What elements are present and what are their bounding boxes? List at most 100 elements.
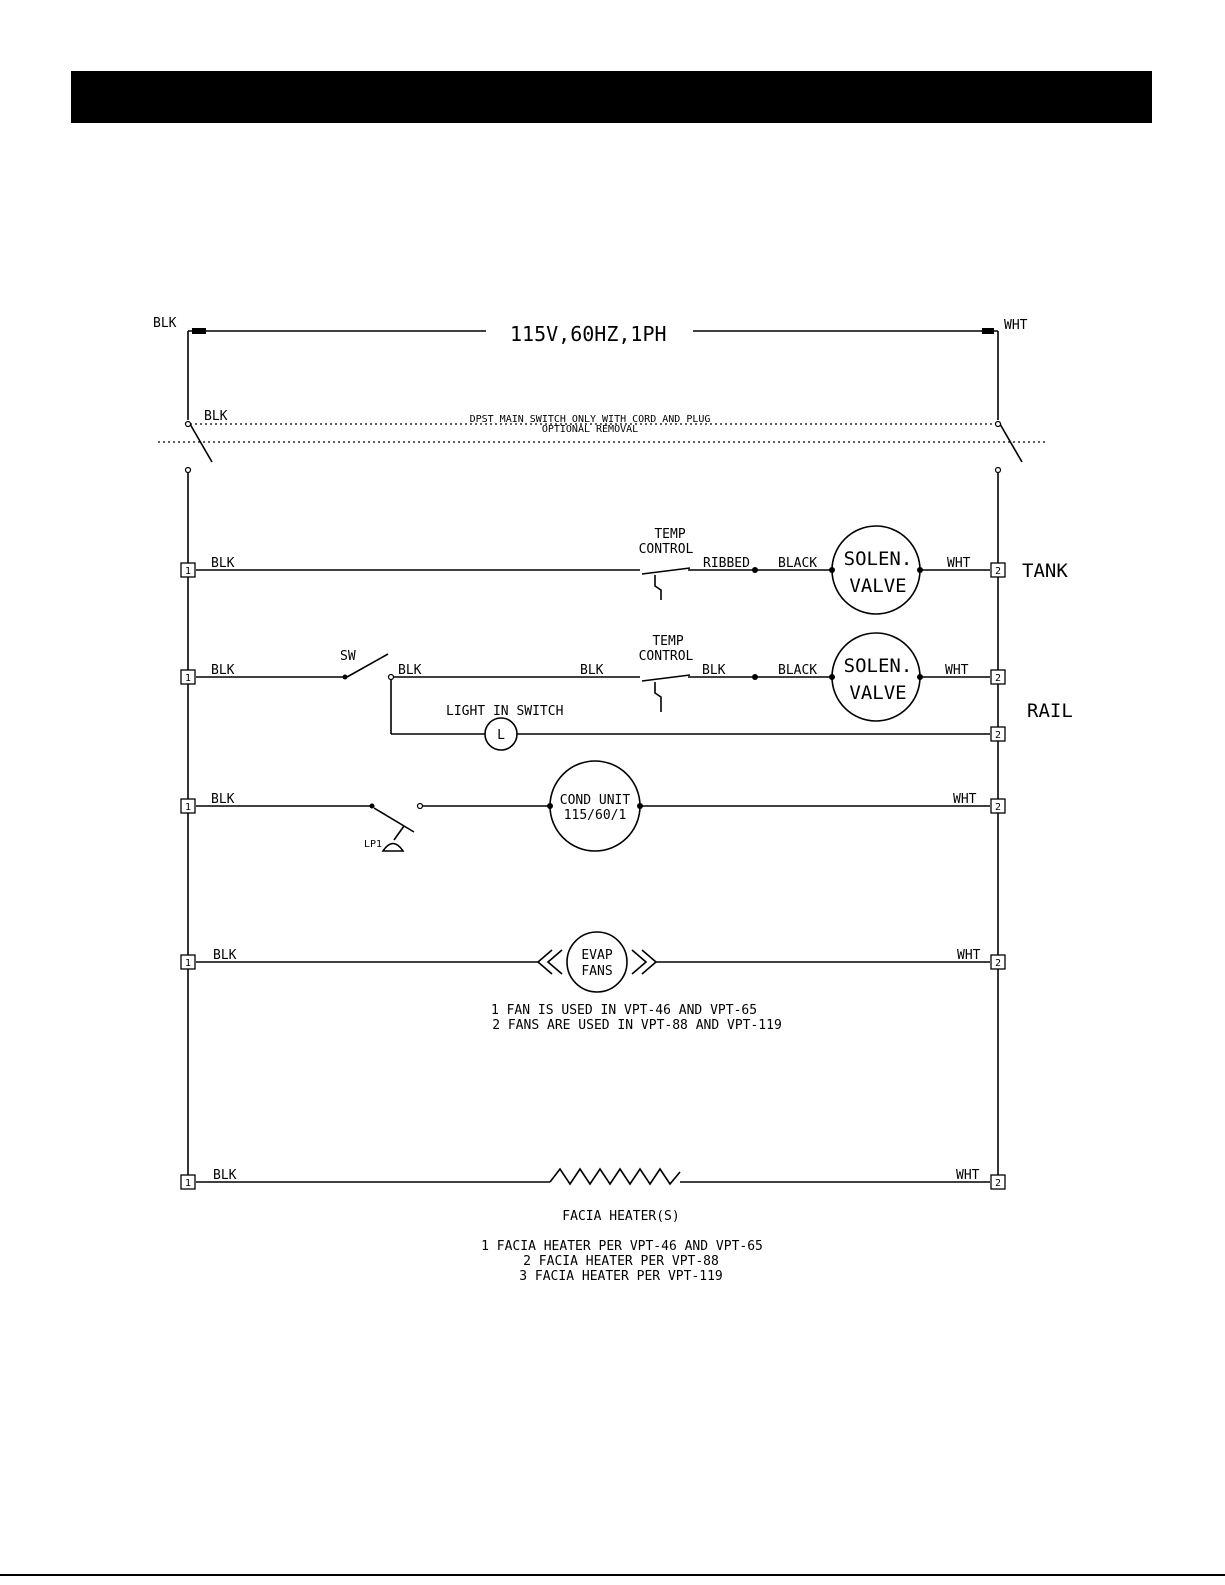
plug-marker-left xyxy=(192,328,206,334)
heater-label: FACIA HEATER(S) xyxy=(562,1209,679,1224)
cond-unit-line1: COND UNIT xyxy=(560,793,631,808)
evap-airflow-right-icon xyxy=(631,949,658,975)
tank-wire-left-label: BLK xyxy=(211,556,235,571)
tank-wire-black-label: BLACK xyxy=(778,556,817,571)
terminal-right-evap-number: 2 xyxy=(995,958,1001,969)
tank-junction-dot xyxy=(752,567,758,573)
main-switch-blade-left xyxy=(189,423,213,463)
evap-airflow-left-icon xyxy=(536,949,563,975)
rail-temp-contact xyxy=(641,674,691,682)
tank-solenoid-circle xyxy=(831,525,921,615)
tank-solenoid-dot-left xyxy=(829,567,835,573)
terminal-left-rail xyxy=(180,669,196,685)
heater-note-line1: 1 FACIA HEATER PER VPT-46 AND VPT-65 xyxy=(481,1239,763,1254)
rail-solenoid-dot-right xyxy=(917,674,923,680)
terminal-left-cond xyxy=(180,798,196,814)
cond-pressure-blade xyxy=(373,807,415,833)
main-switch-note-line2: OPTIONAL REMOVAL xyxy=(542,424,638,435)
rail-solenoid-line1: SOLEN. xyxy=(844,655,913,677)
rail-solenoid-dot-left xyxy=(829,674,835,680)
cond-pressure-bellows xyxy=(381,842,405,852)
rail-switch-pivot xyxy=(342,674,348,680)
rail-temp-label-line2: CONTROL xyxy=(639,649,694,664)
main-switch-contact-left xyxy=(184,466,192,474)
rail-wire-left-label: BLK xyxy=(211,663,235,678)
terminal-left-rail-number: 1 xyxy=(185,673,191,684)
terminal-left-cond-number: 1 xyxy=(185,802,191,813)
plug-marker-right xyxy=(982,328,994,334)
rail-solenoid-circle xyxy=(831,632,921,722)
terminal-right-cond-number: 2 xyxy=(995,802,1001,813)
terminal-left-heater xyxy=(180,1174,196,1190)
terminal-right-rail-number: 2 xyxy=(995,673,1001,684)
terminal-right-tank-number: 2 xyxy=(995,566,1001,577)
cond-unit-line2: 115/60/1 xyxy=(564,808,627,823)
terminal-left-evap-number: 1 xyxy=(185,958,191,969)
terminal-left-tank xyxy=(180,562,196,578)
evap-wire-right-label: WHT xyxy=(957,948,981,963)
terminal-left-evap xyxy=(180,954,196,970)
supply-right-wire: WHT xyxy=(1004,318,1028,333)
tank-temp-bulb xyxy=(654,575,662,600)
cond-pressure-label: LP1 xyxy=(364,839,382,850)
terminal-right-tank xyxy=(990,562,1006,578)
evap-note-line1: 1 FAN IS USED IN VPT-46 AND VPT-65 xyxy=(491,1003,757,1018)
terminal-right-light-number: 2 xyxy=(995,730,1001,741)
header-bar xyxy=(71,71,1152,123)
terminal-right-heater xyxy=(990,1174,1006,1190)
tank-wire-mid-label: RIBBED xyxy=(703,556,750,571)
main-switch-note-line1: DPST MAIN SWITCH ONLY WITH CORD AND PLUG xyxy=(470,414,711,425)
supply-rating: 115V,60HZ,1PH xyxy=(510,322,667,346)
cond-pressure-stem xyxy=(393,825,405,841)
heater-note-line2: 2 FACIA HEATER PER VPT-88 xyxy=(523,1254,719,1269)
tank-temp-label-line2: CONTROL xyxy=(639,542,694,557)
main-switch-blade-right xyxy=(999,423,1023,463)
tank-temp-label-line1: TEMP xyxy=(654,527,685,542)
terminal-left-tank-number: 1 xyxy=(185,566,191,577)
terminal-right-light xyxy=(990,726,1006,742)
tank-solenoid-line1: SOLEN. xyxy=(844,548,913,570)
main-switch-pivot-right xyxy=(994,420,1002,428)
rail-solenoid-line2: VALVE xyxy=(849,682,906,704)
rail-wire-after-control-label: BLK xyxy=(702,663,726,678)
heater-wire-left-label: BLK xyxy=(213,1168,237,1183)
evap-wire-left-label: BLK xyxy=(213,948,237,963)
rail-wire-black-label: BLACK xyxy=(778,663,817,678)
tank-wire-right-label: WHT xyxy=(947,556,971,571)
heater-resistor-symbol xyxy=(549,1167,681,1186)
tank-temp-contact xyxy=(641,567,691,575)
rail-junction-dot xyxy=(752,674,758,680)
rail-switch-contact xyxy=(387,673,395,681)
light-symbol: L xyxy=(497,728,505,743)
terminal-right-heater-number: 2 xyxy=(995,1178,1001,1189)
cond-wire-right-label: WHT xyxy=(953,792,977,807)
cond-unit-dot-left xyxy=(547,803,553,809)
cond-switch-pivot xyxy=(369,803,375,809)
rail-switch-label: SW xyxy=(340,649,356,664)
terminal-right-rail xyxy=(990,669,1006,685)
terminal-right-cond xyxy=(990,798,1006,814)
tank-solenoid-line2: VALVE xyxy=(849,575,906,597)
supply-left-wire: BLK xyxy=(153,316,177,331)
rail-label: RAIL xyxy=(1027,700,1073,722)
heater-note-line3: 3 FACIA HEATER PER VPT-119 xyxy=(519,1269,723,1284)
evap-fans-line1: EVAP xyxy=(581,948,612,963)
rail-wire-after-switch-label: BLK xyxy=(398,663,422,678)
main-switch-pivot-left xyxy=(184,420,192,428)
cond-wire-left-label: BLK xyxy=(211,792,235,807)
heater-wire-right-label: WHT xyxy=(956,1168,980,1183)
cond-switch-contact xyxy=(416,802,424,810)
tank-solenoid-dot-right xyxy=(917,567,923,573)
tank-label: TANK xyxy=(1022,560,1068,582)
main-switch-contact-right xyxy=(994,466,1002,474)
main-switch-wire: BLK xyxy=(204,409,228,424)
rail-wire-right-label: WHT xyxy=(945,663,969,678)
cond-unit-dot-right xyxy=(637,803,643,809)
light-label: LIGHT IN SWITCH xyxy=(446,704,563,719)
evap-fans-circle xyxy=(566,931,628,993)
evap-note-line2: 2 FANS ARE USED IN VPT-88 AND VPT-119 xyxy=(492,1018,782,1033)
rail-switch-blade xyxy=(346,653,389,678)
footer-rule xyxy=(0,1574,1225,1576)
rail-temp-bulb xyxy=(654,682,662,712)
